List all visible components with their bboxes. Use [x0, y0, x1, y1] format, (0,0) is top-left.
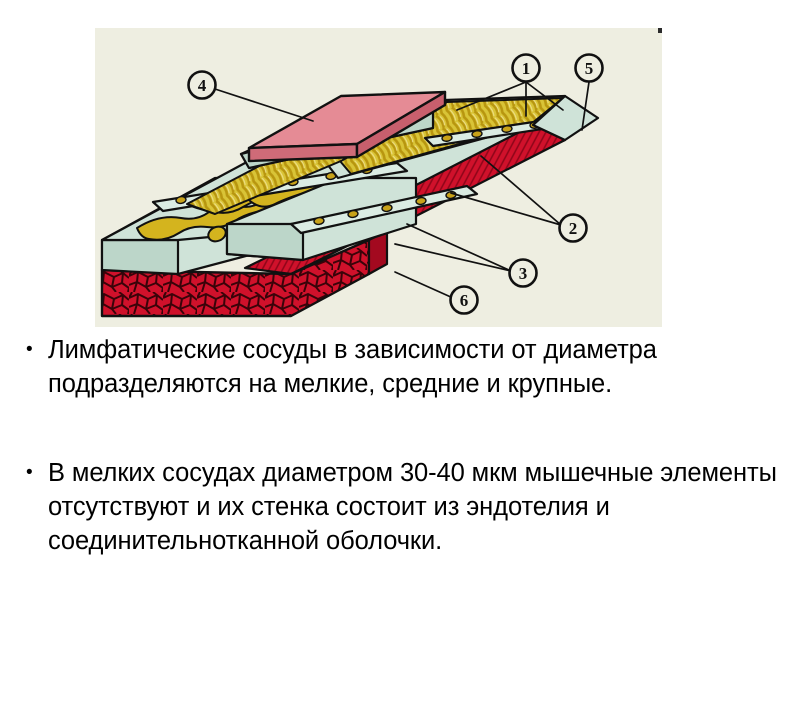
callout-4: 4 — [187, 70, 217, 100]
callout-1: 1 — [511, 53, 541, 83]
callout-6-label: 6 — [460, 291, 469, 310]
callout-2: 2 — [558, 213, 588, 243]
callout-3: 3 — [508, 258, 538, 288]
bullet-list: • Лимфатические сосуды в зависимости от … — [0, 333, 800, 558]
anatomy-figure-panel: 1 5 4 2 3 — [95, 28, 662, 327]
bullet-text-1: Лимфатические сосуды в зависимости от ди… — [48, 336, 657, 398]
list-item: • В мелких сосудах диаметром 30-40 мкм м… — [0, 456, 800, 558]
cut-face-right — [531, 94, 600, 142]
callout-4-label: 4 — [198, 76, 207, 95]
bullet-marker: • — [26, 339, 33, 360]
bullet-text-2: В мелких сосудах диаметром 30-40 мкм мыш… — [48, 459, 777, 555]
scan-artifact-mark — [658, 28, 662, 33]
callout-leader-lines — [214, 81, 590, 299]
endothelium-band-upper — [289, 184, 479, 235]
callout-3-label: 3 — [519, 264, 528, 283]
pink-outer-slab — [247, 90, 447, 163]
callout-2-label: 2 — [569, 219, 578, 238]
bullet-marker: • — [26, 462, 33, 483]
endothelial-nuclei-upper — [313, 190, 457, 226]
callout-5: 5 — [574, 53, 604, 83]
callout-badges: 1 5 4 2 3 — [187, 53, 604, 315]
callout-6: 6 — [449, 285, 479, 315]
callout-5-label: 5 — [585, 59, 594, 78]
callout-1-label: 1 — [522, 59, 531, 78]
list-item: • Лимфатические сосуды в зависимости от … — [0, 333, 800, 401]
anatomy-diagram: 1 5 4 2 3 — [95, 28, 662, 327]
